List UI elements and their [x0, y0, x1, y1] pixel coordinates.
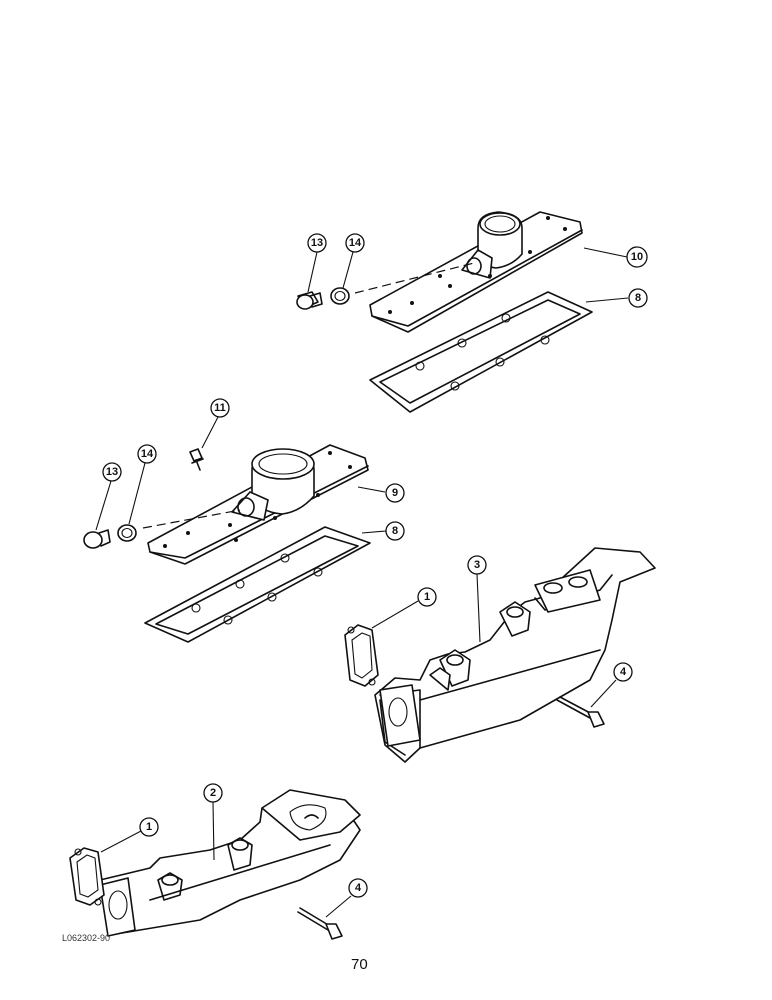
upper-manifold-cover: [369, 211, 583, 333]
callout-10-label: 10: [631, 251, 643, 263]
figure-reference: L062302-90: [62, 933, 110, 943]
lower-alignment-line: [142, 509, 241, 529]
bolt-4-upper: [556, 696, 605, 728]
callout-1-lower-label: 1: [146, 821, 152, 833]
upper-plug: [296, 291, 323, 310]
exhaust-manifold-2: [99, 789, 361, 937]
callout-1-lower: 1: [100, 817, 159, 853]
callout-14-upper: 14: [342, 233, 365, 289]
bolt-4-lower: [297, 907, 343, 940]
lower-washer: [117, 524, 137, 542]
callout-4-upper-label: 4: [620, 666, 627, 678]
callout-2: 2: [203, 783, 223, 861]
callout-9: 9: [357, 483, 405, 503]
upper-washer: [330, 287, 350, 305]
callout-8-upper: 8: [585, 288, 648, 308]
callout-9-label: 9: [392, 487, 398, 499]
callout-14-lower: 14: [128, 444, 157, 525]
callout-13-upper: 13: [307, 233, 327, 293]
callout-3: 3: [467, 555, 487, 643]
callout-3-label: 3: [474, 559, 480, 571]
callout-4-upper: 4: [590, 662, 633, 708]
callout-14-lower-label: 14: [141, 448, 154, 460]
exhaust-manifold-3: [374, 547, 656, 763]
callout-2-label: 2: [210, 787, 216, 799]
upper-gasket: [369, 291, 593, 413]
lower-gasket: [144, 526, 371, 643]
callout-8-lower-label: 8: [392, 525, 398, 537]
callout-1-upper: 1: [371, 587, 437, 629]
callout-13-upper-label: 13: [311, 237, 323, 249]
callout-4-lower-label: 4: [355, 882, 362, 894]
callout-13-lower: 13: [95, 462, 122, 531]
callout-11-label: 11: [214, 402, 226, 414]
callout-4-lower: 4: [325, 878, 368, 918]
callout-1-upper-label: 1: [424, 591, 430, 603]
callout-13-lower-label: 13: [106, 466, 118, 478]
callout-8-upper-label: 8: [635, 292, 641, 304]
page-number: 70: [351, 956, 368, 973]
upper-alignment-line: [354, 262, 475, 294]
lower-plug: [83, 529, 111, 549]
callout-8-lower: 8: [361, 521, 405, 541]
callout-11: 11: [201, 398, 230, 449]
screw-11: [189, 448, 204, 471]
lower-manifold-cover: [147, 444, 369, 565]
gasket-1-lower: [69, 847, 105, 906]
callout-10: 10: [583, 246, 648, 268]
callout-14-upper-label: 14: [349, 237, 362, 249]
gasket-1-upper: [344, 624, 379, 687]
